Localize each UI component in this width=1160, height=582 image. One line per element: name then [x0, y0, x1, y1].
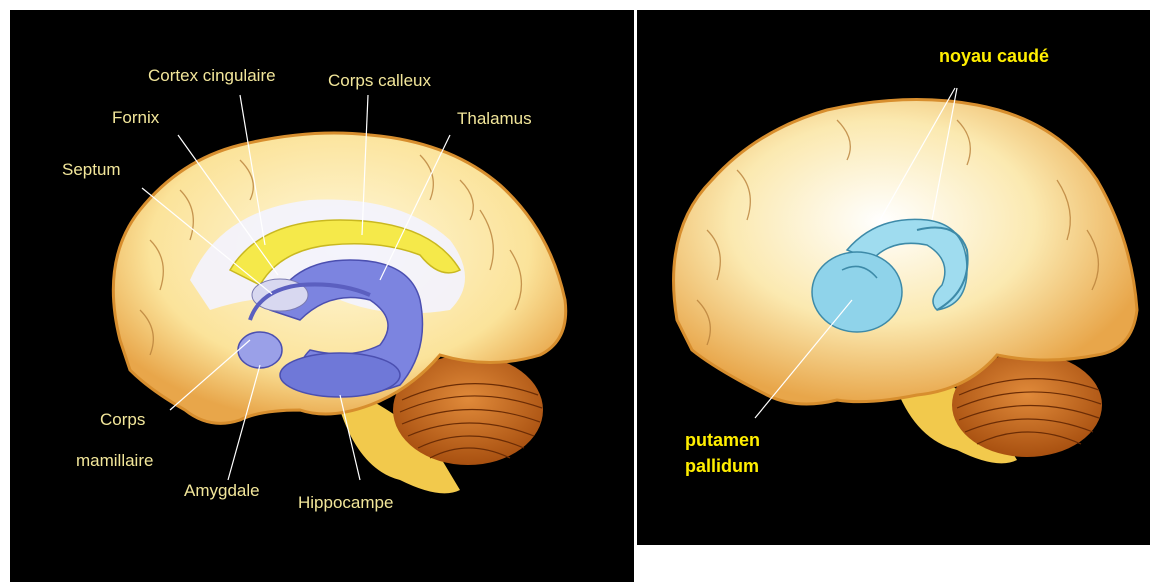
label-hippocampe: Hippocampe	[298, 493, 393, 513]
right-panel-basal-ganglia: noyau caudé putamen pallidum	[637, 10, 1150, 545]
label-fornix: Fornix	[112, 108, 159, 128]
label-corps: Corps	[100, 410, 145, 430]
left-panel-limbic-system: Cortex cingulaire Corps calleux Fornix T…	[10, 10, 634, 582]
label-noyau-caude: noyau caudé	[939, 46, 1049, 67]
label-putamen: putamen	[685, 430, 760, 451]
cerebrum-right	[674, 100, 1137, 404]
label-corps-calleux: Corps calleux	[328, 71, 431, 91]
label-septum: Septum	[62, 160, 121, 180]
hippocampus-shape	[280, 353, 400, 397]
label-pallidum: pallidum	[685, 456, 759, 477]
label-amygdale: Amygdale	[184, 481, 260, 501]
amygdala-shape	[238, 332, 282, 368]
label-thalamus: Thalamus	[457, 109, 532, 129]
label-mamillaire: mamillaire	[76, 451, 153, 471]
putamen-shape	[812, 252, 902, 332]
label-cortex-cingulaire: Cortex cingulaire	[148, 66, 276, 86]
